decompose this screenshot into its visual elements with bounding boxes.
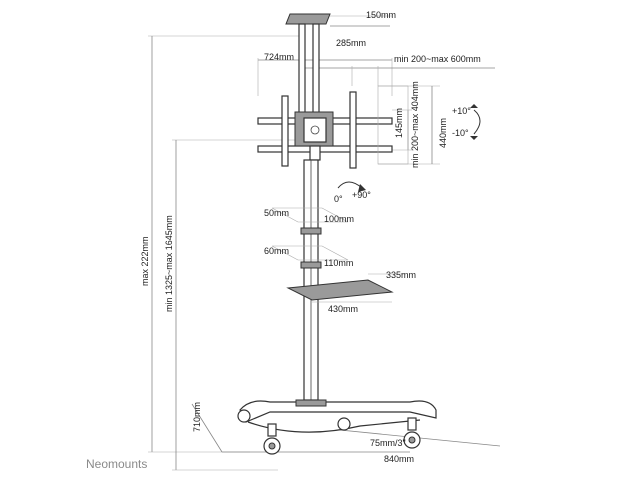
label-top-depth: 150mm [366,10,396,20]
rotate-arrow [337,181,366,192]
caster-rear-right [337,417,351,431]
vesa-bracket [257,91,393,169]
top-plate [285,13,331,121]
label-arm-height: 145mm [394,108,404,138]
label-bracket-width: 724mm [264,52,294,62]
label-shelf-depth: 335mm [386,270,416,280]
label-tilt-up: +10° [452,106,471,116]
label-vesa-horizontal: min 200~max 600mm [394,54,481,64]
label-clamp1-b: 100mm [324,214,354,224]
label-base-width: 840mm [384,454,414,464]
label-mount-height: min 1325~max 1645mm [164,215,174,312]
caster-rear-left [237,409,251,423]
label-tilt-down: -10° [452,128,469,138]
label-rotate-ninety: +90° [352,190,371,200]
base [239,399,437,433]
label-rotate-zero: 0° [334,194,343,204]
brand-logo-text: Neomounts [86,457,147,471]
label-shelf-width: 430mm [328,304,358,314]
screen-side-view [377,85,409,165]
clamp-outlines [271,207,349,261]
label-bracket-height: 440mm [438,118,448,148]
label-caster: 75mm/3" [370,438,406,448]
label-base-depth: 710mm [192,402,202,432]
casters [237,409,421,455]
label-clamp1-a: 50mm [264,208,289,218]
label-vesa-vertical: min 200~max 404mm [410,81,420,168]
label-top-width: 285mm [336,38,366,48]
labels: 150mm 285mm 724mm min 200~max 600mm 145m… [86,10,481,471]
label-total-height: max 222mm [140,236,150,286]
tilt-arrow [470,104,481,140]
caster-front-right [403,417,421,449]
shelf [286,273,404,303]
caster-front-left [263,423,281,455]
column [300,159,322,401]
label-clamp2-a: 60mm [264,246,289,256]
label-clamp2-b: 110mm [324,258,353,268]
